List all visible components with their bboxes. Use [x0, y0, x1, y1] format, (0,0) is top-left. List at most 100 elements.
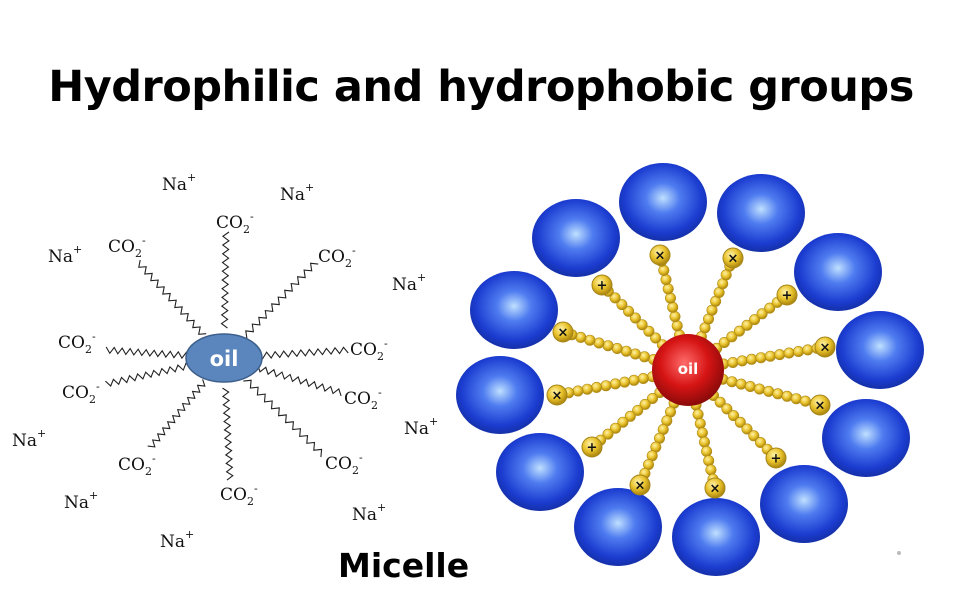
tail-bead: [671, 320, 683, 332]
tail-bead: [728, 410, 740, 422]
oil-core: [185, 333, 263, 383]
tail-bead: [705, 464, 717, 476]
sodium-counter-ions: Na+Na+Na+Na+Na+Na+Na+Na+Na+: [12, 171, 438, 552]
charge-sign: +: [782, 289, 793, 304]
sodium-ion-label: Na+: [404, 415, 438, 439]
carboxylate-head-groups: CO2-CO2-CO2-CO2-CO2-CO2-CO2-CO2-CO2-CO2-: [58, 210, 388, 508]
charge-sign: ×: [820, 341, 831, 356]
charged-head-bead: [809, 394, 831, 416]
hydrophilic-head-sphere: [717, 174, 805, 252]
oil-droplet-label: oil: [678, 360, 699, 378]
sodium-ion-label: Na+: [280, 181, 314, 205]
tail-bead: [764, 350, 776, 362]
tail-bead: [714, 396, 726, 408]
tail-bead: [746, 353, 758, 365]
sodium-ion-label: Na+: [162, 171, 196, 195]
sodium-ion-label: Na+: [12, 427, 46, 451]
sodium-ion-label: Na+: [392, 271, 426, 295]
charged-head-bead: [546, 384, 568, 406]
tail-bead: [581, 383, 593, 395]
tail-bead: [629, 348, 641, 360]
charged-head-bead: [629, 474, 651, 496]
tail-bead: [658, 264, 670, 276]
surfactant-tails: ××++××××++××: [546, 244, 836, 499]
tail-bead: [619, 376, 631, 388]
tail-bead: [736, 355, 748, 367]
sodium-ion-label: Na+: [352, 501, 386, 525]
tail-bead: [602, 428, 614, 440]
tail-bead: [572, 385, 584, 397]
tail-bead: [701, 445, 713, 457]
tail-bead: [602, 340, 614, 352]
hydrophilic-head-sphere: [619, 163, 707, 241]
tail-bead: [781, 390, 793, 402]
charge-sign: ×: [815, 399, 826, 414]
sodium-ion-label: Na+: [160, 528, 194, 552]
tail-bead: [741, 319, 753, 331]
hydrophilic-head-sphere: [822, 399, 910, 477]
tail-bead: [609, 422, 621, 434]
charged-head-bead: [591, 274, 613, 296]
hydrocarbon-chain: [138, 259, 207, 335]
tail-bead: [636, 319, 648, 331]
tail-bead: [694, 418, 706, 430]
tail-bead: [584, 334, 596, 346]
hydrocarbon-chain: [251, 363, 342, 397]
charge-sign: ×: [558, 326, 569, 341]
tail-bead: [591, 381, 603, 393]
tail-bead: [667, 301, 679, 313]
charge-sign: ×: [552, 389, 563, 404]
tail-bead: [669, 311, 681, 323]
carboxylate-label: CO2-: [108, 234, 146, 260]
tail-bead: [734, 416, 746, 428]
tail-bead: [624, 410, 636, 422]
charged-head-bead: [722, 247, 744, 269]
charge-sign: ×: [710, 482, 721, 497]
hydrophilic-head-sphere: [672, 498, 760, 576]
charged-head-bead: [581, 436, 603, 458]
hydrocarbon-chain: [221, 387, 234, 481]
tail-bead: [726, 331, 738, 343]
diagram-title: Hydrophilic and hydrophobic groups: [48, 62, 914, 112]
tail-bead: [755, 352, 767, 364]
tail-bead: [637, 372, 649, 384]
hydrocarbon-chain: [243, 379, 323, 458]
tail-bead: [660, 274, 672, 286]
hydrophilic-head-spheres: [456, 163, 924, 576]
tail-bead: [696, 427, 708, 439]
tail-bead: [632, 404, 644, 416]
tail-bead: [799, 395, 811, 407]
tail-bead: [600, 380, 612, 392]
hydrocarbon-chain: [147, 379, 206, 448]
tail-bead: [609, 378, 621, 390]
tail-bead: [662, 283, 674, 295]
tail-bead: [774, 349, 786, 361]
tail-bead: [629, 312, 641, 324]
tail-bead: [783, 347, 795, 359]
hydrophilic-head-sphere: [496, 433, 584, 511]
sodium-ion-label: Na+: [64, 489, 98, 513]
hydrocarbon-chains: [105, 231, 349, 481]
tail-bead: [735, 378, 747, 390]
tail-bead: [609, 292, 621, 304]
tail-bead: [698, 436, 710, 448]
tail-bead: [790, 393, 802, 405]
tail-bead: [643, 325, 655, 337]
hydrophilic-head-sphere: [456, 356, 544, 434]
charge-sign: ×: [728, 252, 739, 267]
tail-bead: [741, 423, 753, 435]
hydrophilic-head-sphere: [470, 271, 558, 349]
tail-bead: [733, 325, 745, 337]
hydrophilic-head-sphere: [760, 465, 848, 543]
charged-head-bead: [552, 321, 574, 343]
charged-head-bead: [704, 477, 726, 499]
tail-bead: [593, 337, 605, 349]
hydrophilic-head-sphere: [836, 311, 924, 389]
charge-sign: ×: [635, 479, 646, 494]
carboxylate-label: CO2-: [344, 386, 382, 412]
hydrocarbon-chain: [105, 361, 195, 387]
tail-bead: [650, 332, 662, 344]
hydrocarbon-chain: [253, 346, 349, 360]
tail-bead: [748, 430, 760, 442]
